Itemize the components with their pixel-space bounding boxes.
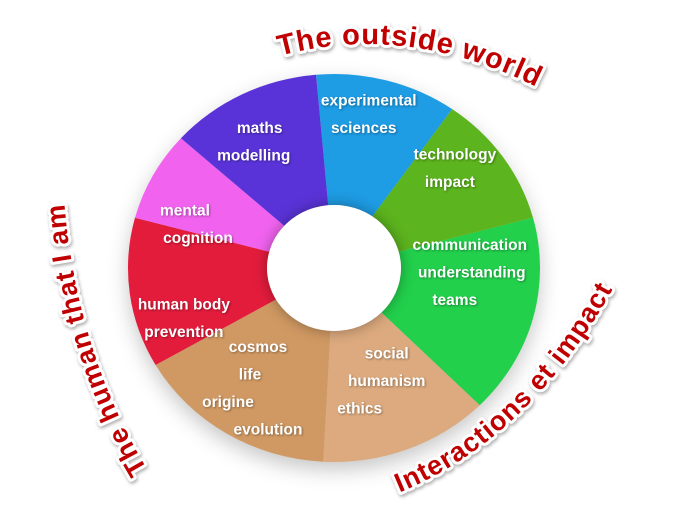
wheel-segment-maths-modelling xyxy=(180,74,329,226)
segment-label-line: mental xyxy=(160,203,210,220)
segment-label-line: communication xyxy=(413,237,528,254)
segment-label-line: teams xyxy=(432,292,477,309)
segment-label-line: human body xyxy=(138,297,231,314)
segment-label-line: sciences xyxy=(331,120,397,137)
segment-label-line: ethics xyxy=(337,401,382,418)
wheel-segment-experimental-sciences xyxy=(316,73,453,217)
segment-label-line: evolution xyxy=(234,422,303,439)
wheel-segment-social-humanism-ethics xyxy=(323,312,480,462)
wheel-segment-cosmos-life-origine-evolution xyxy=(155,299,331,462)
wheel-segment-technology-impact xyxy=(372,109,533,252)
donut-segments xyxy=(127,73,541,462)
segment-label-line: social xyxy=(365,346,409,363)
wheel-segment-human-body-prevention xyxy=(127,217,276,365)
segment-label-line: technology xyxy=(414,146,497,163)
wheel-segment-communication-understanding-teams xyxy=(381,217,541,406)
segment-label-line: humanism xyxy=(348,373,426,390)
segment-label-line: modelling xyxy=(217,148,290,165)
segment-label-line: experimental xyxy=(321,93,417,110)
segment-label-line: maths xyxy=(237,120,283,137)
segment-label-line: cognition xyxy=(163,230,233,247)
donut-hole xyxy=(267,205,401,331)
segment-label-line: impact xyxy=(425,174,475,191)
segment-label-line: origine xyxy=(202,394,254,411)
segment-labels: experimental sciences technology impact comm… xyxy=(138,93,527,439)
segment-label-line: cosmos xyxy=(229,339,288,356)
segment-label-line: prevention xyxy=(144,324,223,341)
segment-label-line: life xyxy=(239,367,262,384)
segment-label-line: understanding xyxy=(418,264,526,281)
wheel-segment-mental-cognition xyxy=(135,138,285,252)
